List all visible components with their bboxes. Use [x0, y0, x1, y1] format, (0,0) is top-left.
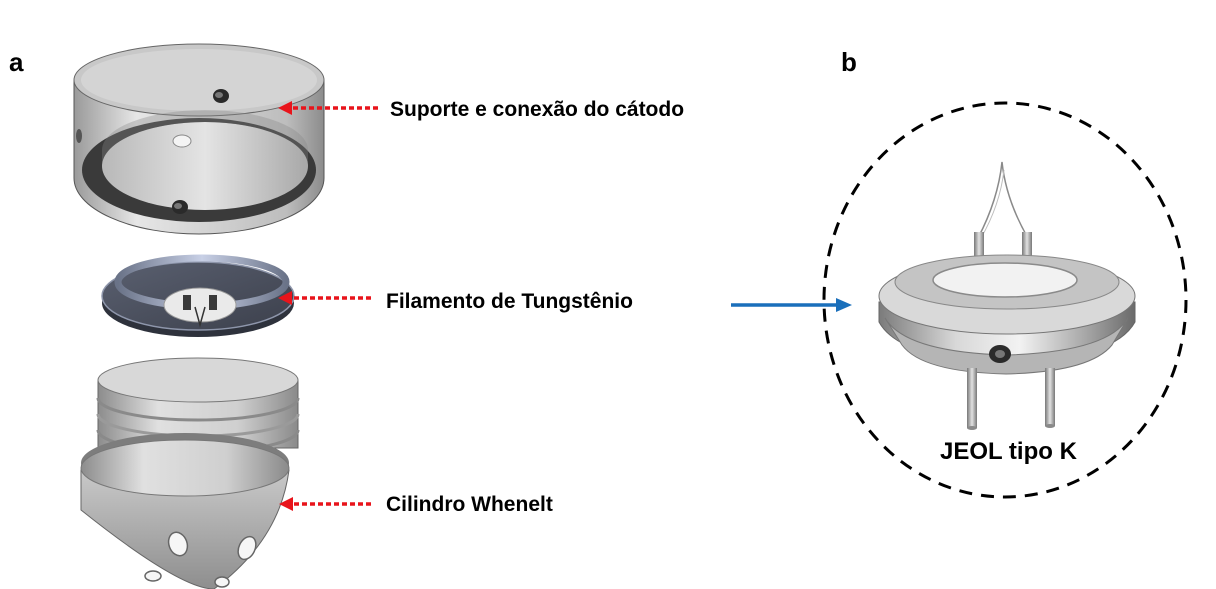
label-wehnelt-cylinder: Cilindro Whenelt	[386, 493, 553, 516]
dashed-circle	[822, 101, 1188, 499]
label-cathode-support: Suporte e conexão do cátodo	[390, 98, 684, 121]
jeol-filament-photo	[878, 161, 1136, 430]
cathode-support-drawing	[73, 43, 325, 235]
panel-letter-a: a	[9, 47, 24, 77]
tungsten-filament-drawing	[101, 254, 295, 337]
link-arrow	[731, 298, 852, 312]
pointer-arrow-cathode-support	[278, 101, 378, 115]
wehnelt-cylinder-drawing	[80, 357, 300, 589]
pointer-arrow-filament	[278, 291, 371, 305]
pointer-arrow-wehnelt	[279, 497, 371, 511]
label-tungsten-filament: Filamento de Tungstênio	[386, 290, 633, 313]
panel-letter-b: b	[841, 47, 857, 77]
caption-filament-type: JEOL tipo K	[940, 438, 1078, 465]
